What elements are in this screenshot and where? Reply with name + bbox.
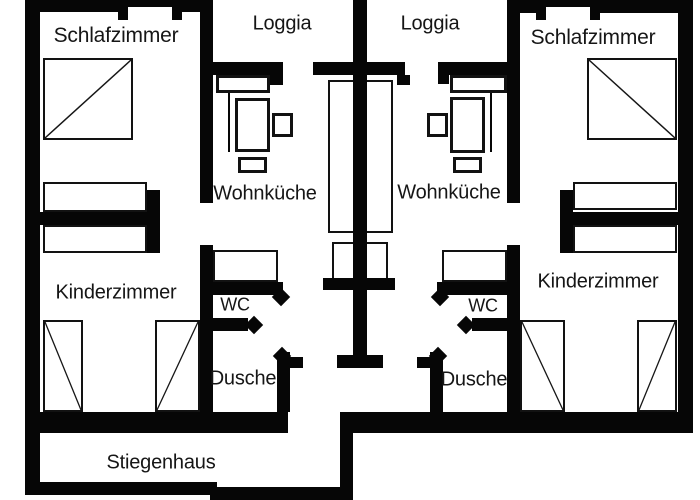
kitchen-appliance-symbol xyxy=(453,157,482,173)
wall-bottom-right xyxy=(340,412,693,433)
kitchen-counter-edge xyxy=(228,93,230,152)
wall-stairwell-right xyxy=(340,433,353,500)
door-jamb xyxy=(438,74,449,84)
door-jamb xyxy=(397,75,410,85)
kitchen-counter-symbol xyxy=(216,75,270,93)
wall-hall-stub xyxy=(323,278,395,290)
wall-stairwell-bottom xyxy=(25,482,217,495)
wall-outer-left xyxy=(25,0,40,495)
wall-loggia-left xyxy=(210,62,283,75)
kitchen-block-symbol xyxy=(450,97,485,153)
wall-left-apartment-lower xyxy=(200,245,213,412)
window-jamb xyxy=(172,7,182,20)
bed-symbol xyxy=(43,225,147,253)
kitchen-appliance-symbol xyxy=(238,157,267,173)
kitchen-appliance-symbol xyxy=(272,113,293,137)
room-label-schlafzimmer-right: Schlafzimmer xyxy=(530,26,656,49)
wall-bedroom-divider-left xyxy=(40,212,147,225)
kitchen-counter-edge xyxy=(490,93,492,152)
wall-dusche-left xyxy=(277,352,290,412)
wall-wc-left-top xyxy=(213,282,283,295)
bed-symbol xyxy=(573,225,677,253)
wall-party xyxy=(353,0,367,355)
kitchen-counter-symbol xyxy=(450,75,507,93)
room-label-loggia-right: Loggia xyxy=(400,12,460,35)
wall-bedroom-divider-right-end xyxy=(560,190,573,253)
wc-fixture-symbol xyxy=(442,250,507,282)
wall-dusche-right-stub xyxy=(417,357,430,368)
room-label-schlafzimmer-left: Schlafzimmer xyxy=(53,24,179,47)
window-opening xyxy=(128,7,172,20)
door-jamb xyxy=(270,75,283,85)
kitchen-block-symbol xyxy=(235,98,270,152)
room-label-wc-right: WC xyxy=(468,295,498,316)
wall-right-apartment-upper xyxy=(507,0,520,203)
wall-dusche-right xyxy=(430,352,443,412)
wall-outer-right xyxy=(678,0,693,433)
room-label-wohnkueche-right: Wohnküche xyxy=(397,181,501,204)
window-jamb xyxy=(536,7,546,20)
room-label-loggia-left: Loggia xyxy=(252,12,312,35)
window-opening xyxy=(546,7,590,20)
room-label-dusche-left: Dusche xyxy=(209,367,277,390)
room-label-dusche-right: Dusche xyxy=(440,368,508,391)
room-label-stiegenhaus: Stiegenhaus xyxy=(106,451,216,474)
window-jamb xyxy=(118,7,128,20)
wall-bedroom-divider-right xyxy=(573,212,678,225)
wall-wc-left-bottom xyxy=(213,318,248,331)
room-label-wc-left: WC xyxy=(220,294,250,315)
wc-fixture-symbol xyxy=(213,250,278,282)
wall-wc-right-top xyxy=(437,282,507,295)
kitchen-appliance-symbol xyxy=(427,113,448,137)
room-label-kinderzimmer-right: Kinderzimmer xyxy=(537,270,659,293)
wall-loggia-center xyxy=(313,62,405,75)
bed-symbol xyxy=(43,182,147,212)
wall-party-end-cap xyxy=(337,355,383,368)
wall-bottom-left xyxy=(40,412,288,433)
wall-right-apartment-lower xyxy=(507,245,520,412)
room-label-kinderzimmer-left: Kinderzimmer xyxy=(55,281,177,304)
window-jamb xyxy=(590,7,600,20)
wall-stairwell-bottom-step xyxy=(210,487,353,500)
bed-symbol xyxy=(573,182,677,210)
wall-dusche-left-stub xyxy=(290,357,303,368)
wall-wc-right-bottom xyxy=(472,318,507,331)
wall-left-apartment-upper xyxy=(200,12,213,203)
wall-bedroom-divider-left-end xyxy=(147,190,160,253)
wall-loggia-right xyxy=(438,62,510,75)
room-label-wohnkueche-left: Wohnküche xyxy=(213,182,317,205)
